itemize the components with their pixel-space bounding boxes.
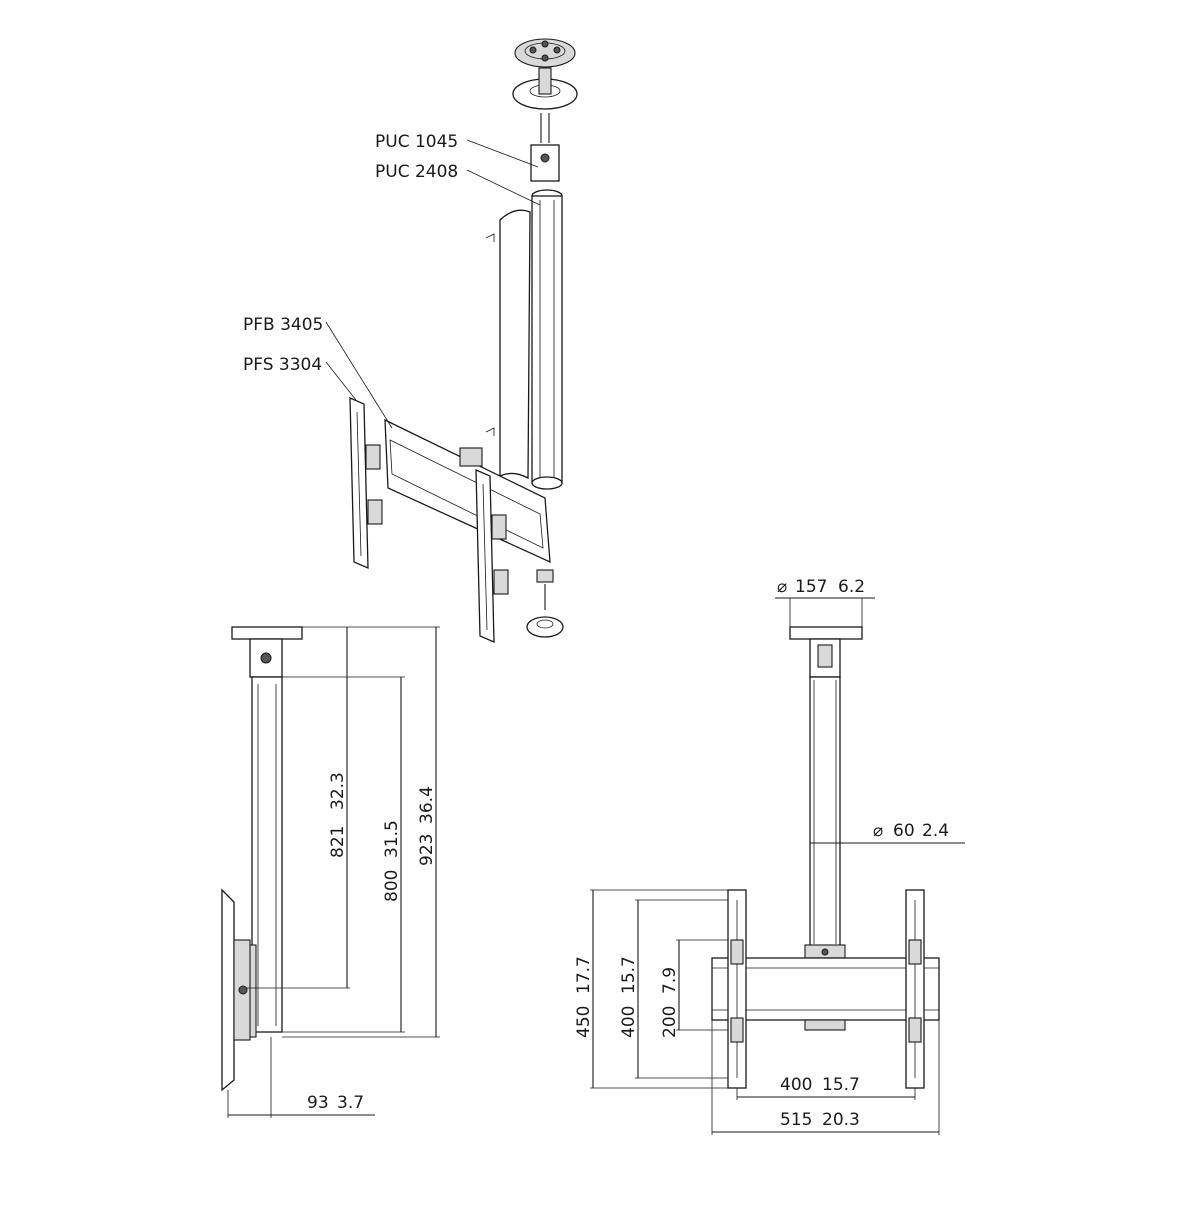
dim-400v-in: 15.7 [619,956,639,994]
dim-157-symbol: ⌀ [777,577,787,597]
front-view: ⌀ 157 6.2 ⌀ 60 2.4 450 17.7 400 15.7 200… [574,577,965,1135]
dim-200-mm: 200 [660,1006,680,1038]
dim-821-mm: 821 [328,826,348,858]
pfb-3405-crossbar [384,418,551,564]
dim-923-in: 36.4 [417,786,437,824]
dim-800-mm: 800 [382,870,402,902]
dim-450-in: 17.7 [574,956,594,994]
dim-200-in: 7.9 [660,967,680,994]
dim-515-mm: 515 [780,1110,812,1130]
dim-515-in: 20.3 [822,1110,860,1130]
dim-60-symbol: ⌀ [873,821,883,841]
side-column [251,676,283,1033]
dim-800-in: 31.5 [382,820,402,858]
dim-60-in: 2.4 [922,821,949,841]
label-puc-1045: PUC 1045 [375,132,458,152]
dim-400v-mm: 400 [619,1006,639,1038]
dim-157-in: 6.2 [838,577,865,597]
cable-cover [499,209,531,480]
end-cap [526,616,564,638]
front-column [809,676,841,948]
dim-93-mm: 93 [307,1093,329,1113]
puc-1045-part [530,144,560,182]
label-pfb-3405: PFB 3405 [243,315,323,335]
dim-450-mm: 450 [574,1006,594,1038]
label-pfs-3304: PFS 3304 [243,355,322,375]
dim-400h-in: 15.7 [822,1075,860,1095]
exploded-assembly [349,38,578,643]
dim-60-mm: 60 [893,821,915,841]
front-ceiling-plate [789,626,863,640]
side-view: 821 32.3 800 31.5 923 36.4 93 3.7 [221,626,440,1118]
dim-821-in: 32.3 [328,772,348,810]
dim-400h-mm: 400 [780,1075,812,1095]
dim-923-mm: 923 [417,834,437,866]
side-ceiling-plate [231,626,303,640]
dim-157-mm: 157 [795,577,827,597]
part-labels: PUC 1045 PUC 2408 PFB 3405 PFS 3304 [243,132,541,429]
side-display-bracket [221,888,235,1092]
label-puc-2408: PUC 2408 [375,162,458,182]
puc-2408-tube [531,195,563,484]
dim-93-in: 3.7 [337,1093,364,1113]
